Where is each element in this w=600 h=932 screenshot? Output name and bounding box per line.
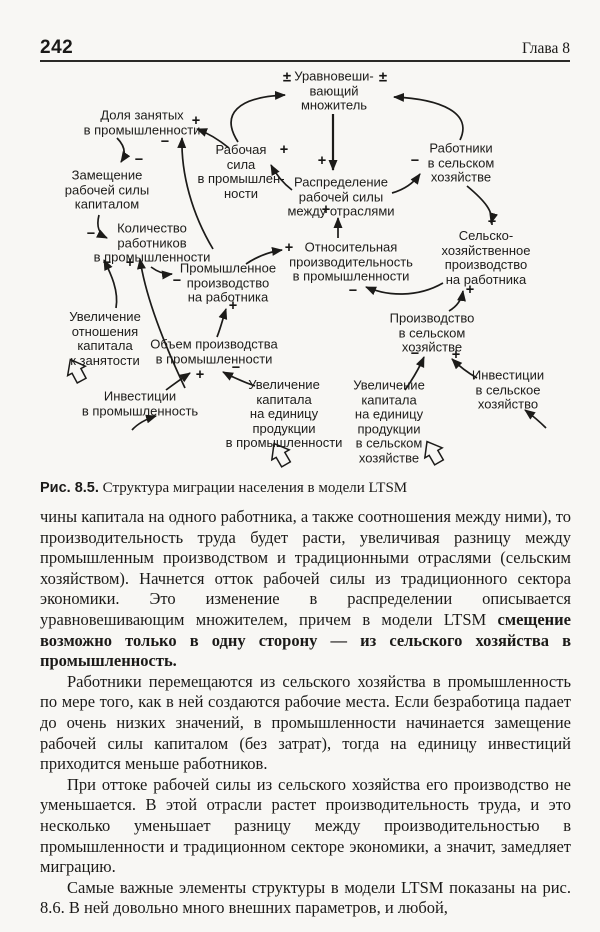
edge-sign: + — [451, 347, 461, 363]
edge-agri-workers-to-multiplier — [393, 92, 464, 141]
edge-allocation-to-agri-workers — [391, 173, 421, 194]
edge-sign: + — [125, 255, 135, 271]
hollow-external-arrow-icon — [423, 440, 445, 466]
node-industrial-output-per-worker: Промышленное производство на работника — [179, 260, 277, 305]
edge-sign: − — [231, 360, 241, 376]
edge-sign: + — [465, 282, 475, 298]
hollow-external-arrow-icon — [66, 358, 88, 384]
edge-agri-output-to-productivity — [365, 282, 444, 296]
node-labor-allocation: Распределение рабочей силы между отрасля… — [287, 174, 395, 219]
edge-agri-production-to-agri-output — [448, 290, 466, 312]
edge-sign: − — [86, 226, 96, 242]
edge-sign: − — [410, 153, 420, 169]
edge-sign: + — [191, 113, 201, 129]
edge-sign: − — [348, 283, 358, 299]
paragraph-text-bold: смещение возможно только в одну сторону … — [40, 609, 571, 671]
edge-sign: − — [410, 346, 420, 362]
node-industrial-investment: Инвестиции в промышленность — [81, 388, 199, 418]
edge-capital-labor-to-workers-count — [103, 259, 118, 309]
edge-sign: − — [102, 255, 112, 271]
node-agricultural-investment: Инвестиции в сельское хозяйство — [471, 367, 545, 412]
paragraph-text: чины капитала на одного работника, а так… — [40, 507, 571, 629]
edge-sign: − — [172, 273, 182, 289]
edge-output-per-worker-to-productivity — [245, 247, 283, 265]
node-agricultural-production: Производство в сельском хозяйстве — [389, 310, 475, 355]
node-industrial-output-volume: Объем производства в промышленности — [150, 336, 278, 366]
edge-sign: + — [279, 142, 289, 158]
edge-ind-investment-to-output-volume — [165, 372, 191, 391]
node-industrial-workers-count: Количество работников в промышленности — [93, 220, 211, 265]
edge-agri-capital-to-agri-production — [404, 356, 425, 391]
external-arrow-into-agri-investment — [524, 409, 547, 429]
node-capital-to-labor-increase: Увеличение отношения капитала к занятост… — [69, 309, 141, 368]
edge-sign: + — [284, 240, 294, 256]
edge-labor-force-to-multiplier — [230, 90, 286, 143]
edge-labor-share-to-substitution — [116, 137, 131, 163]
paragraph: Самые важные элементы структуры в модели… — [40, 877, 571, 918]
edge-sign: + — [195, 367, 205, 383]
edge-substitution-to-workers-count — [96, 214, 108, 239]
node-agricultural-capital-per-unit: Увеличение капитала на единицу продукции… — [353, 377, 425, 465]
node-industrial-labor-share: Доля занятых в промышленности — [83, 107, 201, 137]
body-text: чины капитала на одного работника, а так… — [40, 507, 571, 919]
edge-ind-investment-to-workers-count — [136, 258, 186, 389]
edge-allocation-to-labor-force — [270, 164, 293, 191]
causal-loop-diagram — [66, 90, 547, 468]
paragraph: Работники перемещаются из сельского хозя… — [40, 671, 571, 774]
node-agricultural-workers: Работники в сельском хозяйстве — [427, 140, 495, 185]
edge-sign: + — [321, 202, 331, 218]
paragraph: чины капитала на одного работника, а так… — [40, 507, 571, 672]
chapter-title: Глава 8 — [521, 40, 570, 57]
header-rule — [40, 60, 570, 62]
figure-caption-label: Рис. 8.5. — [40, 480, 99, 496]
edge-agri-workers-to-agri-output — [466, 185, 498, 224]
edge-sign: + — [228, 298, 238, 314]
node-industrial-labor-force: Рабочая сила в промышлен- ности — [197, 142, 285, 201]
edge-sign: + — [487, 214, 497, 230]
edge-sign: ± — [378, 68, 388, 86]
external-arrow-into-ind-investment — [131, 414, 157, 431]
paragraph: При оттоке рабочей силы из сельского хоз… — [40, 774, 571, 877]
node-capital-substitution: Замещение рабочей силы капиталом — [64, 167, 150, 212]
edge-sign: − — [160, 134, 170, 150]
node-industrial-capital-per-unit: Увеличение капитала на единицу продукции… — [225, 376, 343, 450]
figure-caption: Рис. 8.5. Структура миграции населения в… — [40, 480, 407, 497]
page-number: 242 — [40, 37, 74, 58]
edge-labor-force-to-labor-share — [196, 128, 230, 149]
edge-sign: + — [317, 153, 327, 169]
figure-caption-text: Структура миграции населения в модели LT… — [102, 480, 408, 496]
node-balancing-multiplier: Уравновеши- вающий множитель — [294, 68, 374, 113]
edge-workers-count-to-labor-share — [177, 137, 214, 250]
edge-sign: ± — [282, 68, 292, 86]
node-agricultural-output-per-worker: Сельско- хозяйственное производство на р… — [441, 228, 531, 287]
node-relative-industrial-productivity: Относительная производительность в промы… — [289, 239, 413, 284]
edge-ind-capital-to-output-volume — [222, 371, 256, 387]
figure-8-5: Уравновеши- вающий множитель Доля заняты… — [0, 62, 600, 482]
running-header: 242 Глава 8 — [40, 37, 570, 59]
edge-workers-count-to-output-per-worker — [150, 266, 173, 280]
edge-agri-investment-to-agri-production — [451, 358, 478, 379]
edge-sign: − — [134, 152, 144, 168]
edge-output-volume-to-output-per-worker — [216, 308, 228, 338]
hollow-external-arrow-icon — [270, 442, 292, 468]
